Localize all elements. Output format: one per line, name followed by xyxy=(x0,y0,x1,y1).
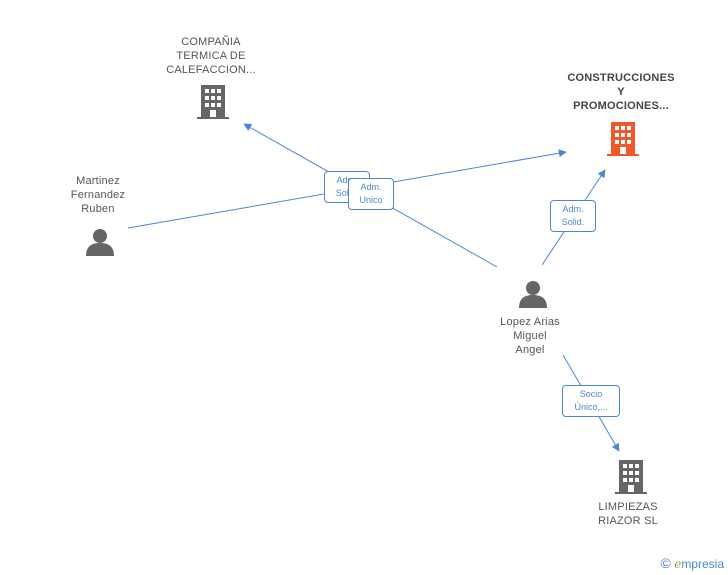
node-martinez-label[interactable]: Martinez Fernandez Ruben xyxy=(50,174,146,216)
node-lopez-label[interactable]: Lopez Arias Miguel Angel xyxy=(480,315,580,357)
node-limpiezas-label[interactable]: LIMPIEZAS RIAZOR SL xyxy=(578,500,678,528)
edge-badge-socio-unico[interactable]: Socio Único,... xyxy=(562,385,620,417)
node-label-line: Miguel xyxy=(513,330,547,342)
node-label-line: Y xyxy=(617,86,625,98)
badge-line: Único,... xyxy=(574,402,608,412)
node-label-line: Martinez xyxy=(76,175,120,187)
badge-line: Unico xyxy=(359,195,383,205)
brand-name: mpresia xyxy=(681,557,724,571)
node-label-line: CALEFACCION... xyxy=(166,64,256,76)
node-label-line: PROMOCIONES... xyxy=(573,100,669,112)
building-icon[interactable] xyxy=(615,460,647,494)
brand-e-glyph: e xyxy=(674,557,682,571)
node-label-line: Fernandez xyxy=(70,189,126,201)
node-label-line: LIMPIEZAS xyxy=(598,501,658,513)
node-label-line: RIAZOR SL xyxy=(598,515,658,527)
edge-badge-adm-unico[interactable]: Adm. Unico xyxy=(348,178,394,210)
node-label-line: COMPAÑIA xyxy=(181,36,241,48)
building-icon[interactable] xyxy=(197,85,229,119)
badge-line: Solid. xyxy=(335,188,359,198)
building-icon[interactable] xyxy=(607,122,639,156)
edge-badge-adm-solid[interactable]: Adm. Solid. xyxy=(550,200,596,232)
node-construcciones-label[interactable]: CONSTRUCCIONES Y PROMOCIONES... xyxy=(548,71,694,113)
node-label-line: Angel xyxy=(515,344,545,356)
badge-line: Socio xyxy=(579,389,603,399)
badge-line: Adm. xyxy=(360,182,382,192)
node-label-line: Ruben xyxy=(81,203,115,215)
badge-line: Adm. xyxy=(562,204,584,214)
copyright-icon: © xyxy=(660,555,671,571)
node-label-line: Lopez Arias xyxy=(500,316,560,328)
node-compania-label[interactable]: COMPAÑIA TERMICA DE CALEFACCION... xyxy=(148,35,274,77)
person-icon[interactable] xyxy=(85,228,115,256)
badge-line: Solid. xyxy=(561,217,585,227)
person-icon[interactable] xyxy=(518,280,548,308)
node-label-line: TERMICA DE xyxy=(176,50,246,62)
badge-line: Adm. xyxy=(336,175,358,185)
node-label-line: CONSTRUCCIONES xyxy=(567,72,675,84)
empresia-logo[interactable]: © empresia xyxy=(661,555,724,571)
